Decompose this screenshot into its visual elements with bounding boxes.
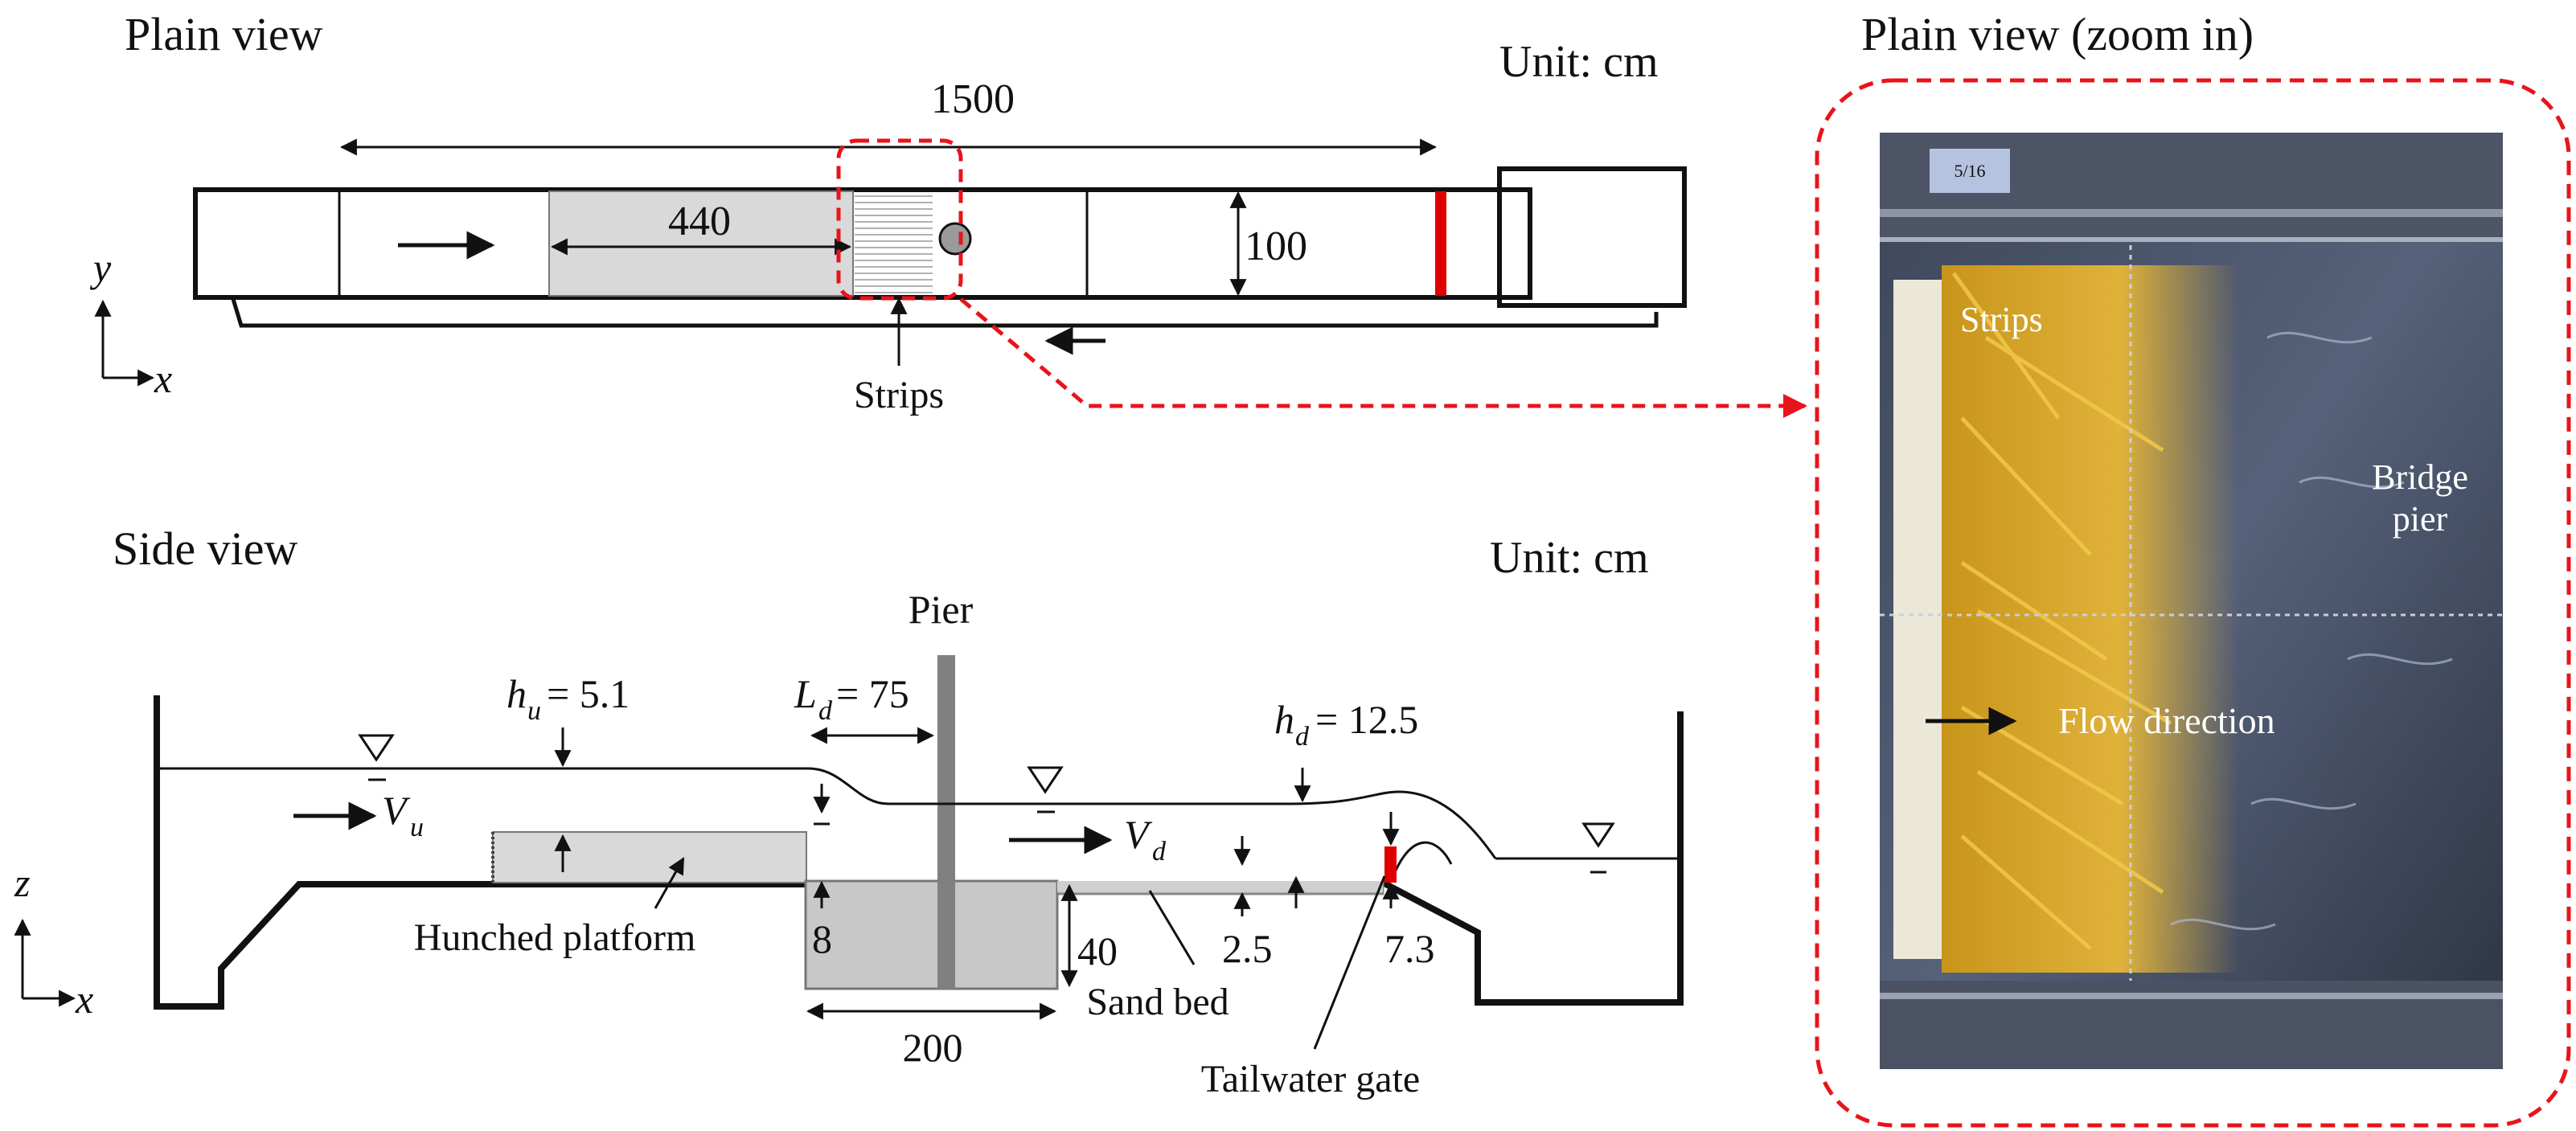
vu-symbol: V (382, 788, 411, 833)
hu-value: = 5.1 (547, 671, 630, 716)
side-axis-x-label: x (75, 977, 93, 1022)
zoom-panel: Plain view (zoom in) 5/16 (1815, 8, 2571, 1128)
hd-subscript: d (1295, 722, 1310, 752)
photo-pier-label: pier (2393, 499, 2448, 539)
depth-8-label: 8 (812, 916, 832, 961)
plan-strips-hatch (855, 195, 933, 293)
plan-axes: y x (89, 245, 172, 401)
pier-label: Pier (909, 587, 974, 632)
tailwater-tank-outline (1497, 166, 1687, 308)
dim-7-3-label: 7.3 (1384, 926, 1435, 971)
platform-leader (654, 857, 685, 909)
hu-subscript: u (527, 696, 541, 726)
hu-symbol: h (507, 671, 527, 716)
width-200-label: 200 (903, 1025, 963, 1070)
zoom-region-box (836, 138, 963, 301)
side-tailwater-gate (1384, 846, 1397, 883)
plan-unit-label: Unit: cm (1499, 37, 1659, 87)
photo-flow-direction-label: Flow direction (2058, 700, 2275, 741)
sand-bed-label: Sand bed (1086, 981, 1229, 1023)
photo-strips-label: Strips (1960, 300, 2043, 339)
flume-photo: 5/16 (1880, 133, 2503, 1069)
nappe-curve (1393, 841, 1453, 873)
zoom-panel-frame (1815, 78, 2571, 1128)
sand-bed-leader (1148, 890, 1196, 965)
zoom-connector-arrow (959, 297, 1807, 418)
plan-pier-circle (938, 222, 972, 256)
sand-bed-strip (1057, 881, 1383, 892)
plan-axis-x-label: x (154, 356, 172, 401)
flume-channel-outline (193, 187, 1532, 300)
side-pier (937, 655, 955, 989)
ld-symbol: L (794, 671, 817, 716)
gate-leader (1313, 875, 1386, 1050)
plan-axis-y-label: y (89, 245, 112, 290)
vu-subscript: u (410, 813, 424, 842)
water-level-marker-upstream (358, 734, 395, 781)
length-440-label: 440 (668, 199, 731, 244)
side-unit-label: Unit: cm (1490, 533, 1649, 583)
plan-view-title: Plain view (125, 8, 323, 60)
depth-40-label: 40 (1077, 928, 1118, 973)
side-view-title: Side view (113, 522, 297, 575)
tailwater-gate-label: Tailwater gate (1201, 1058, 1420, 1100)
ld-subscript: d (818, 696, 833, 726)
hd-value: = 12.5 (1315, 697, 1418, 742)
zoom-panel-title: Plain view (zoom in) (1861, 8, 2254, 60)
downstream-channel-bed (1381, 711, 1684, 1006)
side-axis-z-label: z (14, 860, 30, 905)
photo-tag (1930, 149, 2010, 193)
hunched-platform (492, 831, 807, 883)
hd-symbol: h (1274, 697, 1294, 742)
length-1500-label: 1500 (931, 76, 1015, 122)
scour-pit-fill (804, 879, 1059, 990)
upstream-channel-bed (154, 695, 807, 1010)
plan-tailwater-gate (1435, 191, 1446, 296)
photo-tag-text: 5/16 (1954, 161, 1985, 181)
width-100-label: 100 (1245, 223, 1307, 269)
hunched-platform-label: Hunched platform (414, 916, 696, 959)
dim-2-5-label: 2.5 (1222, 926, 1273, 971)
plan-view: Plain view Unit: cm 1500 440 (89, 8, 1807, 418)
water-level-marker-downstream (1027, 766, 1064, 813)
vd-subscript: d (1152, 837, 1167, 867)
water-level-marker-tailwater (1581, 822, 1615, 874)
photo-bridge-label: Bridge (2372, 457, 2468, 497)
return-channel-outline (231, 298, 1659, 328)
ld-value: = 75 (836, 671, 909, 716)
side-view: Side view Unit: cm Pier (14, 522, 1684, 1100)
side-axes: z x (14, 860, 93, 1022)
upstream-water-surface (157, 767, 1497, 859)
vd-symbol: V (1124, 812, 1153, 857)
plan-strips-label: Strips (854, 374, 944, 416)
